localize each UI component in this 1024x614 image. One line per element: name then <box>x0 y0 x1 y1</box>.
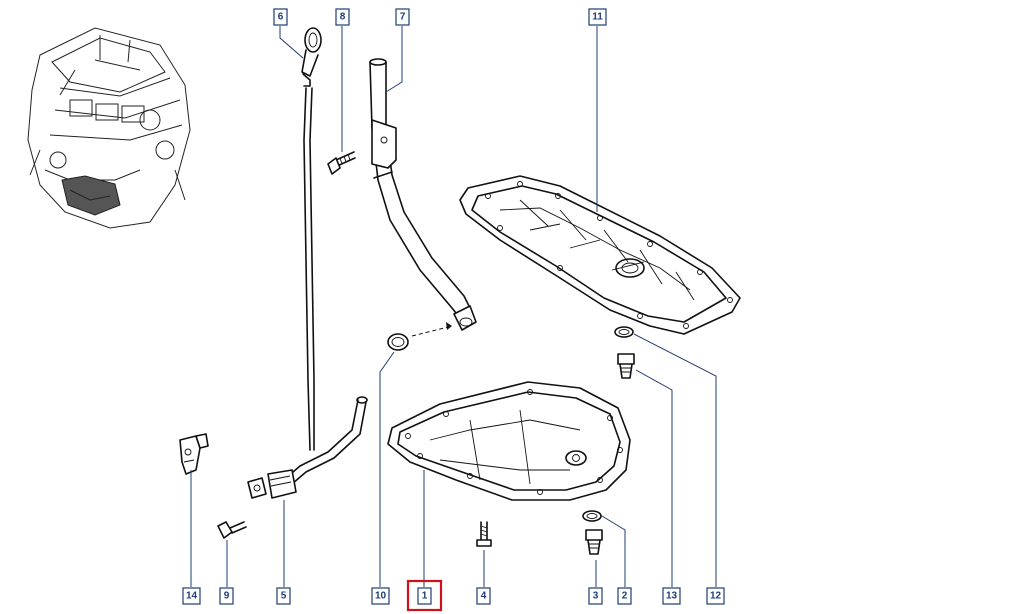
svg-text:6: 6 <box>278 12 284 23</box>
svg-text:12: 12 <box>710 591 722 602</box>
callout-10: 10 <box>371 587 390 605</box>
svg-text:4: 4 <box>481 591 487 602</box>
callout-3: 3 <box>588 587 603 605</box>
bolt-8 <box>327 151 356 175</box>
svg-text:3: 3 <box>593 591 599 602</box>
svg-text:14: 14 <box>186 591 198 602</box>
lower-drain-plug <box>585 529 603 555</box>
bolt-4 <box>476 521 492 547</box>
svg-text:5: 5 <box>281 591 287 602</box>
o-ring <box>387 322 453 351</box>
svg-text:8: 8 <box>340 12 346 23</box>
callout-2: 2 <box>617 587 632 605</box>
callout-7: 7 <box>395 8 410 26</box>
svg-text:10: 10 <box>375 591 387 602</box>
dipstick-guide-tube-lower <box>247 396 368 499</box>
callout-9: 9 <box>219 587 234 605</box>
callout-8: 8 <box>335 8 350 26</box>
engine-thumbnail <box>27 27 191 229</box>
callout-12: 12 <box>706 587 725 605</box>
callout-13: 13 <box>662 587 681 605</box>
svg-text:1: 1 <box>422 591 428 602</box>
svg-text:13: 13 <box>666 591 678 602</box>
leader-lines <box>190 26 717 587</box>
oil-level-sensor <box>179 433 209 475</box>
svg-text:9: 9 <box>224 591 230 602</box>
lower-seal <box>582 510 602 522</box>
callout-6: 6 <box>273 8 288 26</box>
dipstick-tube-upper <box>369 58 477 331</box>
svg-text:7: 7 <box>400 12 406 23</box>
upper-oil-pan <box>459 175 741 335</box>
callout-5: 5 <box>276 587 291 605</box>
upper-drain-plug <box>617 353 635 379</box>
dipstick <box>301 27 322 451</box>
callout-11: 11 <box>588 8 607 26</box>
bolt-9 <box>217 521 247 539</box>
svg-text:11: 11 <box>592 12 603 23</box>
upper-seal <box>614 326 634 338</box>
callout-1-highlighted: 1 <box>406 579 443 612</box>
svg-text:2: 2 <box>622 591 628 602</box>
highlight-frame <box>406 579 443 612</box>
callout-14: 14 <box>182 587 201 605</box>
callout-4: 4 <box>476 587 491 605</box>
oil-sump <box>387 381 631 501</box>
